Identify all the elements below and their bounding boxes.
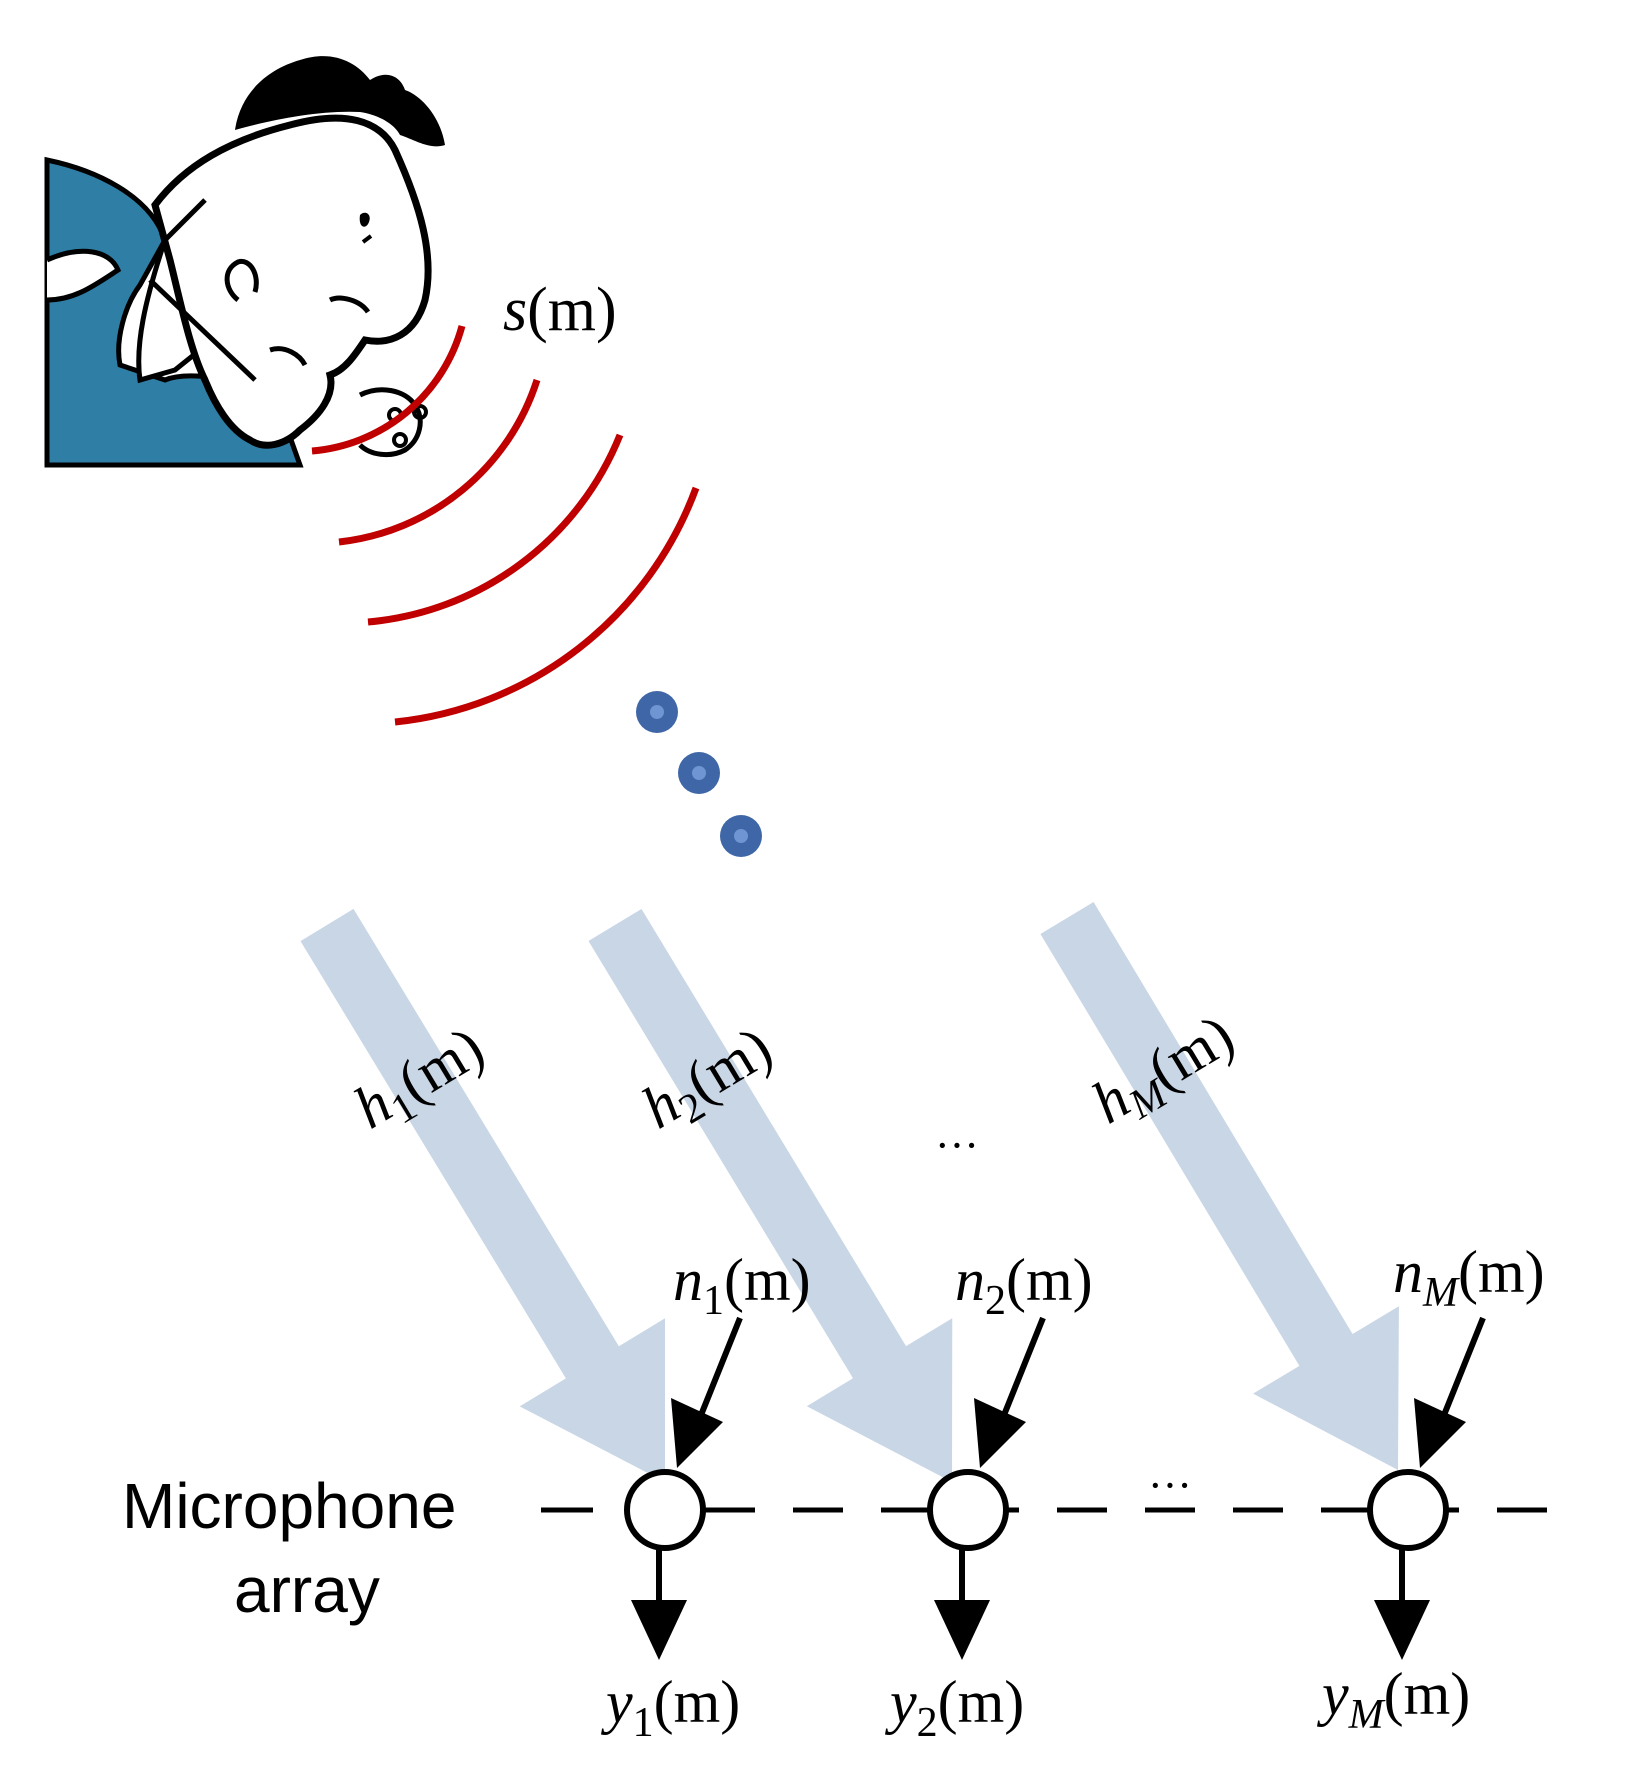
sound-wave-arc-1 xyxy=(311,325,466,455)
sound-waves xyxy=(311,325,700,726)
output-arrow-head-2 xyxy=(934,1600,990,1660)
sound-wave-arc-3 xyxy=(367,433,624,626)
output-label-1: y1(m) xyxy=(600,1669,740,1746)
output-arrow-head-1 xyxy=(631,1600,687,1660)
path-arrow-2 xyxy=(588,908,953,1482)
person-speaking-icon xyxy=(44,56,445,468)
microphones xyxy=(624,1316,1486,1660)
acoustic-path-arrows xyxy=(300,902,1399,1482)
path-arrow-m xyxy=(1040,902,1399,1470)
noise-arrow-head-2 xyxy=(974,1398,1026,1468)
output-label-2: y2(m) xyxy=(884,1669,1024,1746)
noise-arrow-shaft-1 xyxy=(692,1316,743,1432)
sound-wave-arc-2 xyxy=(338,378,541,546)
continuation-dot-highlight-2 xyxy=(692,766,706,780)
source-label: s(m) xyxy=(503,276,617,344)
noise-arrow-head-m xyxy=(1414,1398,1466,1468)
noise-arrow-head-1 xyxy=(671,1398,723,1468)
noise-label-m: nM(m) xyxy=(1393,1239,1545,1316)
output-arrow-head-m xyxy=(1374,1600,1430,1660)
noise-arrow-shaft-2 xyxy=(995,1316,1046,1432)
microphone-m xyxy=(1367,1469,1449,1551)
array-ellipsis: ··· xyxy=(1148,1461,1192,1510)
continuation-dot-highlight-1 xyxy=(650,705,664,719)
path-ellipsis: ··· xyxy=(935,1121,979,1170)
array-label-line2: array xyxy=(234,1554,380,1626)
output-label-m: yM(m) xyxy=(1316,1661,1470,1738)
array-label-line1: Microphone xyxy=(122,1470,456,1542)
sound-wave-arc-4 xyxy=(394,486,700,726)
noise-arrow-shaft-m xyxy=(1435,1316,1486,1432)
continuation-dot-highlight-3 xyxy=(734,829,748,843)
path-arrow-1 xyxy=(300,908,666,1482)
noise-label-1: n1(m) xyxy=(673,1247,811,1324)
microphone-1 xyxy=(624,1469,706,1551)
noise-label-2: n2(m) xyxy=(955,1247,1093,1324)
continuation-dots xyxy=(636,691,762,857)
microphone-2 xyxy=(927,1469,1009,1551)
